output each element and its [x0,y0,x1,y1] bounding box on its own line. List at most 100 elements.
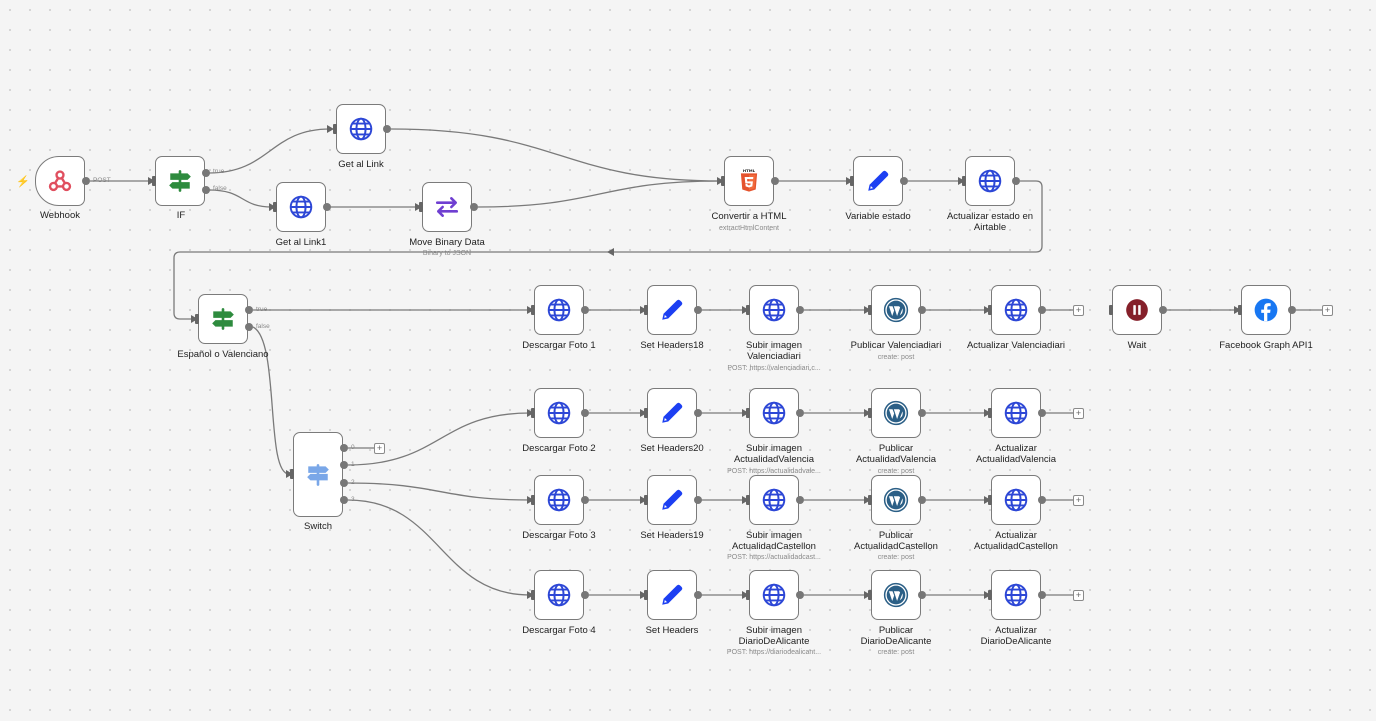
port-esp-true[interactable] [245,306,253,314]
port-switch-0[interactable] [340,444,348,452]
port-out[interactable] [1038,306,1046,314]
node-facebook-graph[interactable] [1241,285,1291,335]
port-move-out[interactable] [470,203,478,211]
node-subir-diariodealicante[interactable] [749,570,799,620]
port-switch-2[interactable] [340,479,348,487]
port-out[interactable] [694,306,702,314]
port-out[interactable] [1038,409,1046,417]
port-in[interactable] [1109,305,1113,315]
node-set-headers19[interactable] [647,475,697,525]
port-variable-in[interactable] [850,176,854,186]
node-publicar-diariodealicante[interactable] [871,570,921,620]
port-in[interactable] [531,590,535,600]
port-html-in[interactable] [721,176,725,186]
port-get-link1-in[interactable] [273,202,277,212]
port-switch-1[interactable] [340,461,348,469]
port-airtable-out[interactable] [1012,177,1020,185]
port-if-false[interactable] [202,186,210,194]
port-in[interactable] [746,495,750,505]
port-out[interactable] [796,496,804,504]
port-out[interactable] [581,306,589,314]
port-in[interactable] [531,408,535,418]
port-in[interactable] [531,495,535,505]
port-out[interactable] [1038,591,1046,599]
port-in[interactable] [868,495,872,505]
node-webhook[interactable] [35,156,85,206]
port-out[interactable] [796,409,804,417]
port-switch-3[interactable] [340,496,348,504]
node-get-link1[interactable] [276,182,326,232]
port-get-link-out[interactable] [383,125,391,133]
node-subir-actualidadvalencia[interactable] [749,388,799,438]
port-out[interactable] [694,496,702,504]
port-in[interactable] [988,590,992,600]
node-actualizar-valenciadiari[interactable] [991,285,1041,335]
node-descargar-foto-1[interactable] [534,285,584,335]
node-publicar-actualidadvalencia[interactable] [871,388,921,438]
port-out[interactable] [1038,496,1046,504]
node-espanol-valenciano[interactable] [198,294,248,344]
add-node-button-row4[interactable]: + [1073,590,1084,601]
port-in[interactable] [746,408,750,418]
port-airtable-in[interactable] [962,176,966,186]
port-in[interactable] [531,305,535,315]
port-out[interactable] [1288,306,1296,314]
port-variable-out[interactable] [900,177,908,185]
node-set-headers20[interactable] [647,388,697,438]
port-esp-in[interactable] [195,314,199,324]
node-descargar-foto-2[interactable] [534,388,584,438]
port-in[interactable] [746,590,750,600]
node-convertir-html[interactable]: HTML [724,156,774,206]
port-in[interactable] [1238,305,1242,315]
port-in[interactable] [868,590,872,600]
node-publicar-valenciadiari[interactable] [871,285,921,335]
node-wait[interactable] [1112,285,1162,335]
port-in[interactable] [644,495,648,505]
add-node-button-switch-0[interactable]: + [374,443,385,454]
port-in[interactable] [868,408,872,418]
node-get-link[interactable] [336,104,386,154]
port-out[interactable] [918,306,926,314]
port-out[interactable] [918,496,926,504]
port-esp-false[interactable] [245,323,253,331]
port-out[interactable] [918,409,926,417]
add-node-button-row1[interactable]: + [1073,305,1084,316]
port-out[interactable] [694,591,702,599]
node-subir-valenciadiari[interactable] [749,285,799,335]
node-set-headers18[interactable] [647,285,697,335]
port-in[interactable] [988,495,992,505]
node-if[interactable] [155,156,205,206]
node-switch[interactable] [293,432,343,517]
node-actualizar-diariodealicante[interactable] [991,570,1041,620]
port-out[interactable] [796,591,804,599]
port-in[interactable] [644,305,648,315]
port-get-link-in[interactable] [333,124,337,134]
add-node-button-facebook[interactable]: + [1322,305,1333,316]
add-node-button-row2[interactable]: + [1073,408,1084,419]
node-subir-actualidadcastellon[interactable] [749,475,799,525]
port-out[interactable] [581,496,589,504]
port-in[interactable] [644,408,648,418]
node-publicar-actualidadcastellon[interactable] [871,475,921,525]
port-out[interactable] [796,306,804,314]
port-move-in[interactable] [419,202,423,212]
node-set-headers[interactable] [647,570,697,620]
node-airtable[interactable] [965,156,1015,206]
node-move-binary[interactable] [422,182,472,232]
port-out[interactable] [694,409,702,417]
port-out[interactable] [1159,306,1167,314]
add-node-button-row3[interactable]: + [1073,495,1084,506]
port-out[interactable] [581,591,589,599]
port-html-out[interactable] [771,177,779,185]
port-in[interactable] [988,305,992,315]
port-switch-in[interactable] [290,469,294,479]
port-out[interactable] [918,591,926,599]
node-variable-estado[interactable] [853,156,903,206]
port-if-in[interactable] [152,176,156,186]
node-actualizar-actualidadvalencia[interactable] [991,388,1041,438]
port-in[interactable] [988,408,992,418]
port-in[interactable] [644,590,648,600]
node-descargar-foto-3[interactable] [534,475,584,525]
port-in[interactable] [746,305,750,315]
port-get-link1-out[interactable] [323,203,331,211]
